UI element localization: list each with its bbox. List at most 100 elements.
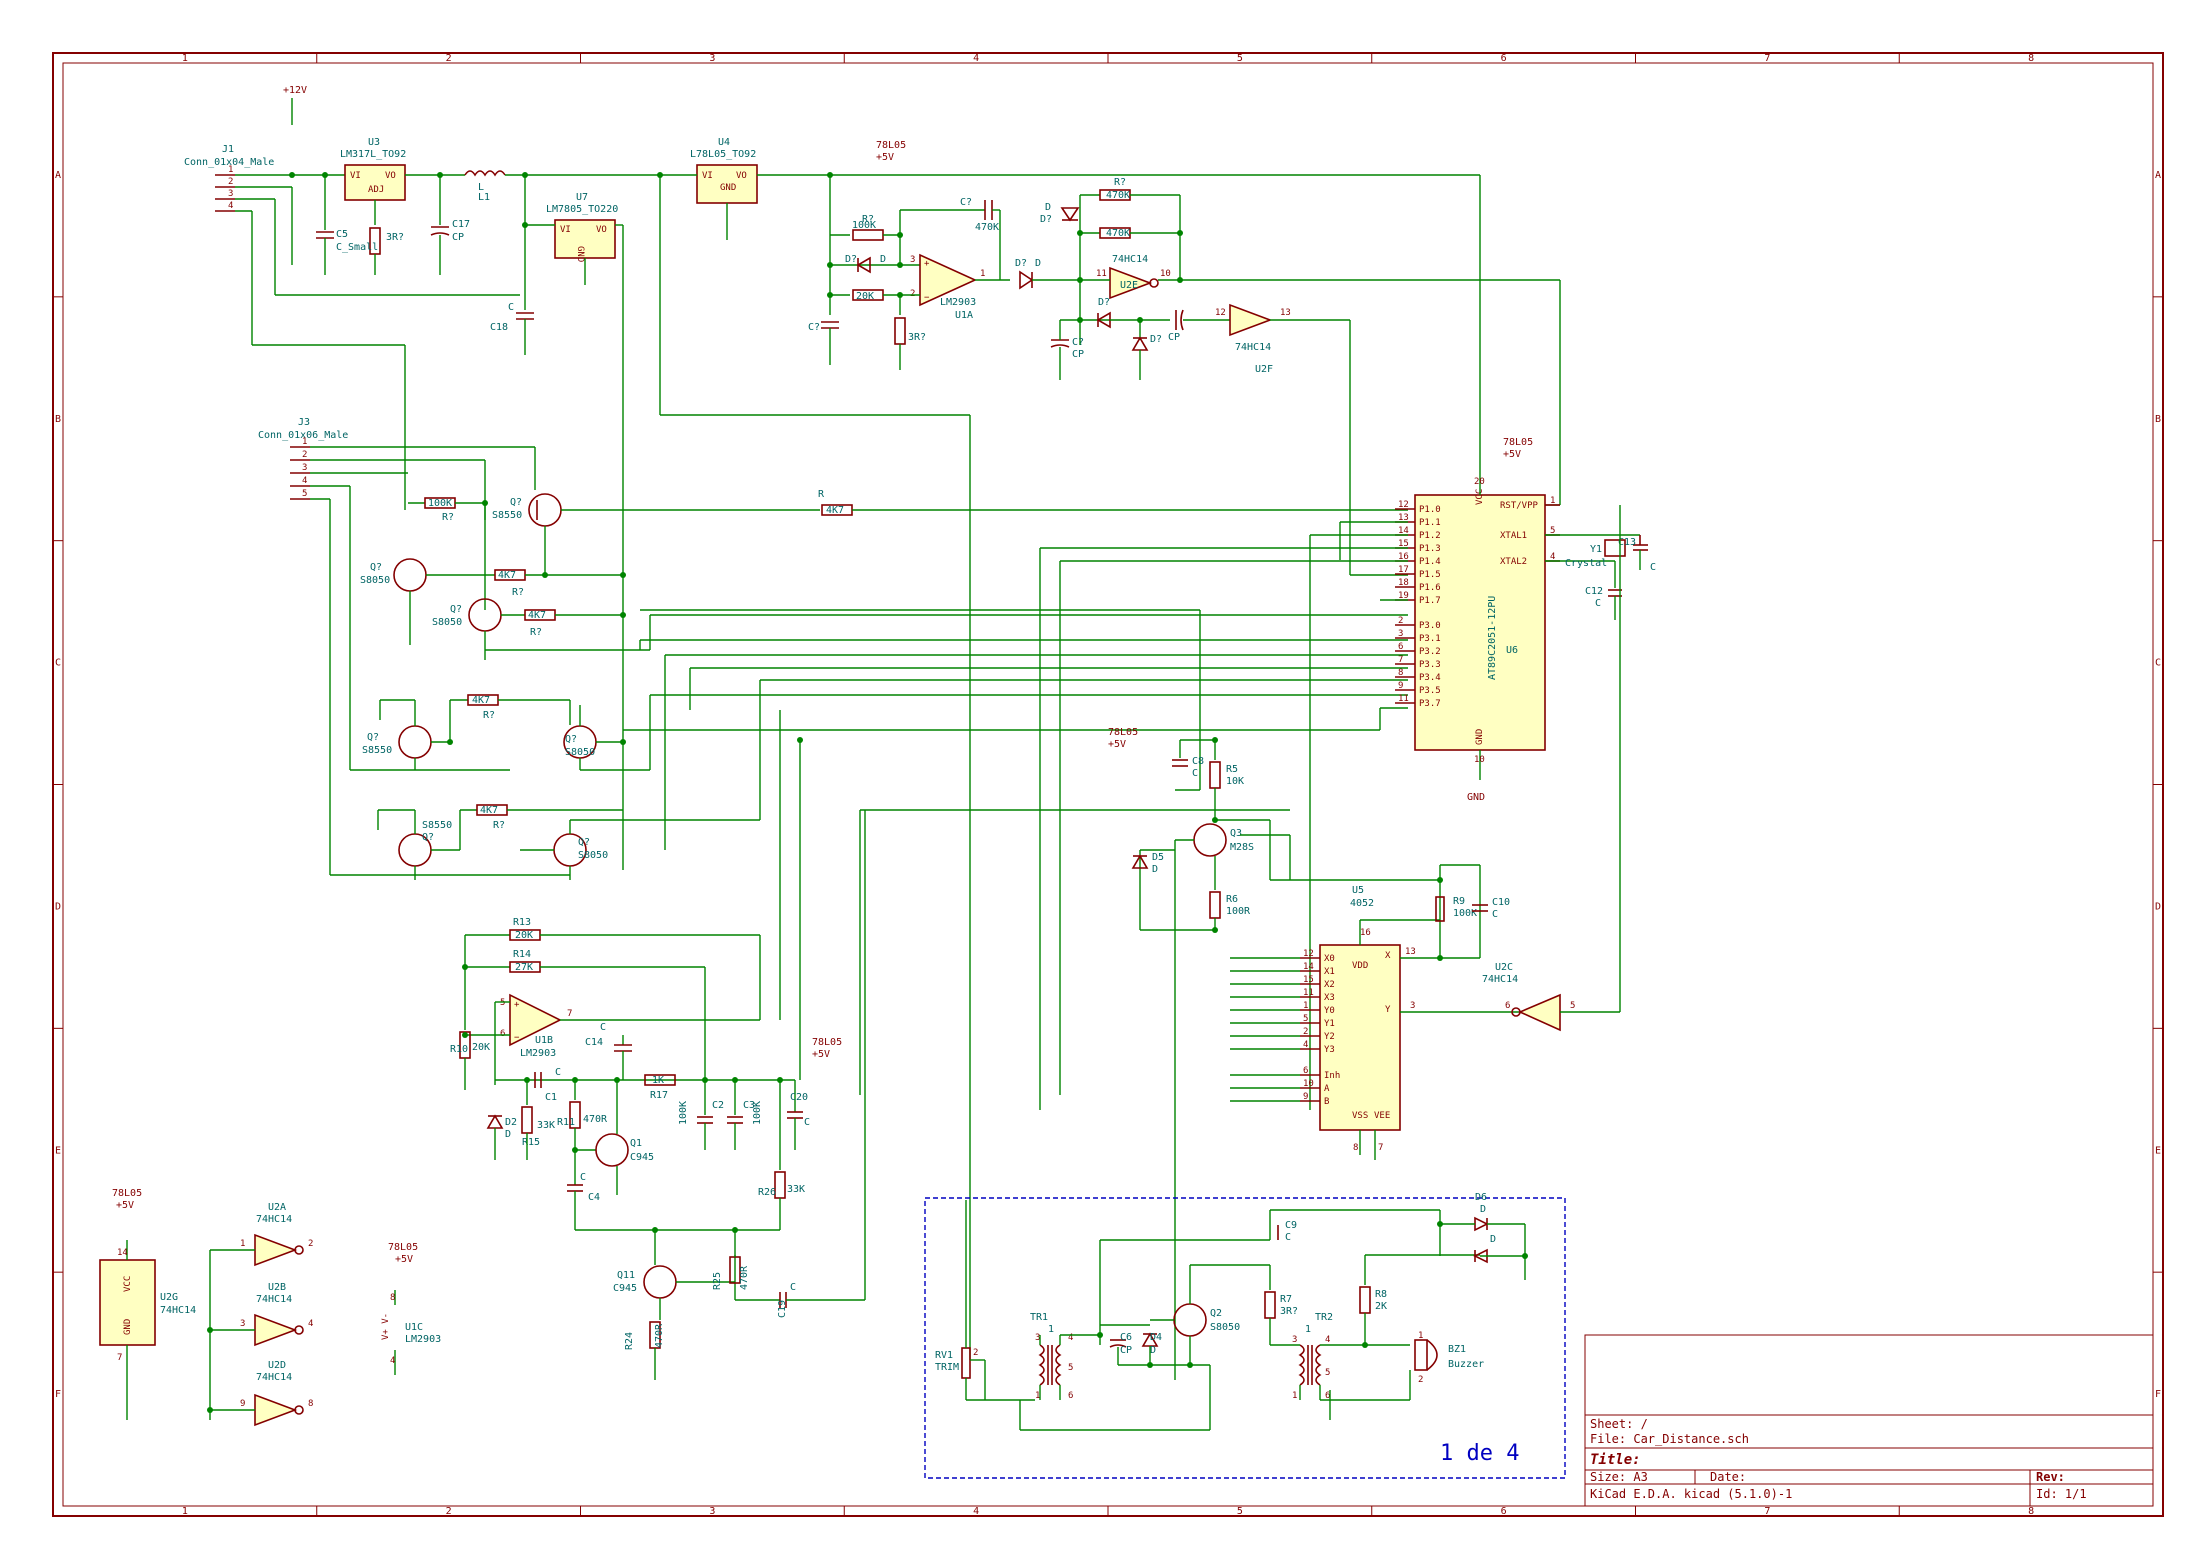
svg-text:R?: R? xyxy=(530,627,542,638)
svg-text:1: 1 xyxy=(1035,1391,1040,1401)
frame-row-label: F xyxy=(2155,1389,2161,1400)
receiver-section: R13 20K R14 27K + − 5 6 7 U1B LM2903 R10… xyxy=(450,740,866,1380)
u6-microcontroller: U6 AT89C2051-12PU VCC GND 20 10 GND 78L0… xyxy=(1395,175,1656,803)
svg-text:VI: VI xyxy=(560,225,571,235)
transmitter-section: 2 RV1 TRIM TR1 1 3 4 5 1 6 C6 CP D4 xyxy=(935,1192,1526,1431)
svg-text:M28S: M28S xyxy=(1230,842,1254,853)
svg-text:GND: GND xyxy=(1467,792,1485,803)
j1-ref: J1 xyxy=(222,144,234,155)
svg-text:D2: D2 xyxy=(505,1117,517,1128)
u6-pin-name: P1.4 xyxy=(1419,557,1441,567)
svg-text:74HC14: 74HC14 xyxy=(1235,342,1271,353)
frame-column-label: 1 xyxy=(182,53,188,64)
comparator-u1a-section: 100K R? C? 470K D? D + − 3 2 LM2903 U1A … xyxy=(808,175,1080,370)
svg-text:5: 5 xyxy=(500,998,505,1008)
svg-text:1: 1 xyxy=(1418,1331,1423,1341)
svg-text:14: 14 xyxy=(117,1248,128,1258)
svg-text:CP: CP xyxy=(1072,349,1084,360)
svg-text:470R: 470R xyxy=(583,1114,608,1125)
svg-text:R7: R7 xyxy=(1280,1294,1292,1305)
svg-text:R8: R8 xyxy=(1375,1289,1387,1300)
frame-column-label: 4 xyxy=(973,1506,979,1517)
svg-text:VO: VO xyxy=(385,171,396,181)
svg-text:74HC14: 74HC14 xyxy=(1482,974,1518,985)
tb-date: Date: xyxy=(1710,1470,1746,1484)
svg-text:11: 11 xyxy=(1096,269,1107,279)
svg-text:4: 4 xyxy=(302,476,307,486)
u6-pin-name: P1.1 xyxy=(1419,518,1441,528)
svg-text:3: 3 xyxy=(910,255,915,265)
u6-pin-number: 4 xyxy=(1550,552,1555,562)
frame-row-label: E xyxy=(2155,1145,2161,1156)
svg-text:2K: 2K xyxy=(1375,1301,1387,1312)
svg-text:100K: 100K xyxy=(678,1101,689,1125)
frame-row-label: A xyxy=(55,170,61,181)
svg-text:7: 7 xyxy=(567,1009,572,1019)
svg-text:D: D xyxy=(505,1129,511,1140)
svg-text:U2B: U2B xyxy=(268,1282,286,1293)
svg-text:C: C xyxy=(1285,1232,1291,1243)
svg-text:C: C xyxy=(790,1282,796,1293)
svg-text:Q?: Q? xyxy=(422,832,434,843)
svg-text:33K: 33K xyxy=(787,1184,805,1195)
svg-text:C_Small: C_Small xyxy=(336,242,378,253)
u6-pin-name: P1.2 xyxy=(1419,531,1441,541)
multiplexer-section: 78L05 +5V C8 C R5 10K Q3 M28S R6 100R D5… xyxy=(1108,505,1621,1380)
svg-text:Crystal: Crystal xyxy=(1565,558,1607,569)
svg-text:5: 5 xyxy=(1570,1001,1575,1011)
svg-text:8: 8 xyxy=(390,1293,395,1303)
svg-text:LM2903: LM2903 xyxy=(520,1048,556,1059)
frame-column-label: 8 xyxy=(2028,1506,2034,1517)
u5-value: 4052 xyxy=(1350,898,1374,909)
svg-text:C?: C? xyxy=(808,322,820,333)
u6-pin-name: P3.1 xyxy=(1419,634,1441,644)
svg-text:VDD: VDD xyxy=(1352,961,1368,971)
svg-text:D4: D4 xyxy=(1150,1332,1162,1343)
svg-text:2: 2 xyxy=(910,289,915,299)
svg-text:6: 6 xyxy=(1505,1001,1510,1011)
svg-text:R?: R? xyxy=(862,214,874,225)
svg-text:2: 2 xyxy=(1418,1375,1423,1385)
u5-pin-name: X1 xyxy=(1324,967,1335,977)
u5-pin-number: 10 xyxy=(1303,1079,1314,1089)
frame-column-label: 5 xyxy=(1237,53,1243,64)
svg-text:D: D xyxy=(1152,864,1158,875)
svg-text:12: 12 xyxy=(1215,308,1226,318)
svg-text:13: 13 xyxy=(1280,308,1291,318)
svg-text:D?: D? xyxy=(1098,297,1110,308)
svg-text:TR1: TR1 xyxy=(1030,1312,1048,1323)
svg-text:GND: GND xyxy=(575,246,585,262)
svg-text:16: 16 xyxy=(1360,928,1371,938)
svg-text:R15: R15 xyxy=(522,1137,540,1148)
u5-pin-number: 2 xyxy=(1303,1027,1308,1037)
j3-value: Conn_01x06_Male xyxy=(258,430,348,441)
svg-text:R26: R26 xyxy=(758,1187,776,1198)
svg-text:100K: 100K xyxy=(852,220,876,231)
u1a-opamp xyxy=(919,253,977,307)
svg-text:5: 5 xyxy=(1325,1368,1330,1378)
q-s8550-2 xyxy=(398,725,432,759)
u6-pin-number: 13 xyxy=(1398,513,1409,523)
svg-text:6: 6 xyxy=(500,1029,505,1039)
svg-text:R9: R9 xyxy=(1453,896,1465,907)
svg-text:C?: C? xyxy=(960,197,972,208)
svg-text:1: 1 xyxy=(1305,1324,1311,1335)
svg-text:LM2903: LM2903 xyxy=(405,1334,441,1345)
u6-pin-number: 5 xyxy=(1550,526,1555,536)
driver-section: J3 Conn_01x06_Male 1 2 3 4 5 100K R? xyxy=(258,417,1408,880)
svg-text:470R: 470R xyxy=(739,1265,750,1290)
svg-text:C3: C3 xyxy=(743,1100,755,1111)
svg-text:1: 1 xyxy=(240,1239,245,1249)
svg-text:U1B: U1B xyxy=(535,1035,553,1046)
svg-text:ADJ: ADJ xyxy=(368,185,384,195)
u5-pin-number: 1 xyxy=(1303,1001,1308,1011)
svg-text:78L05: 78L05 xyxy=(876,140,906,151)
svg-text:78L05: 78L05 xyxy=(1108,727,1138,738)
j3-connector: 1 2 3 4 5 xyxy=(290,437,310,500)
svg-text:C2: C2 xyxy=(712,1100,724,1111)
svg-text:C: C xyxy=(1492,909,1498,920)
u5-pin-name: Y2 xyxy=(1324,1032,1335,1042)
svg-text:C20: C20 xyxy=(790,1092,808,1103)
svg-text:C: C xyxy=(1595,598,1601,609)
svg-text:L1: L1 xyxy=(478,192,490,203)
